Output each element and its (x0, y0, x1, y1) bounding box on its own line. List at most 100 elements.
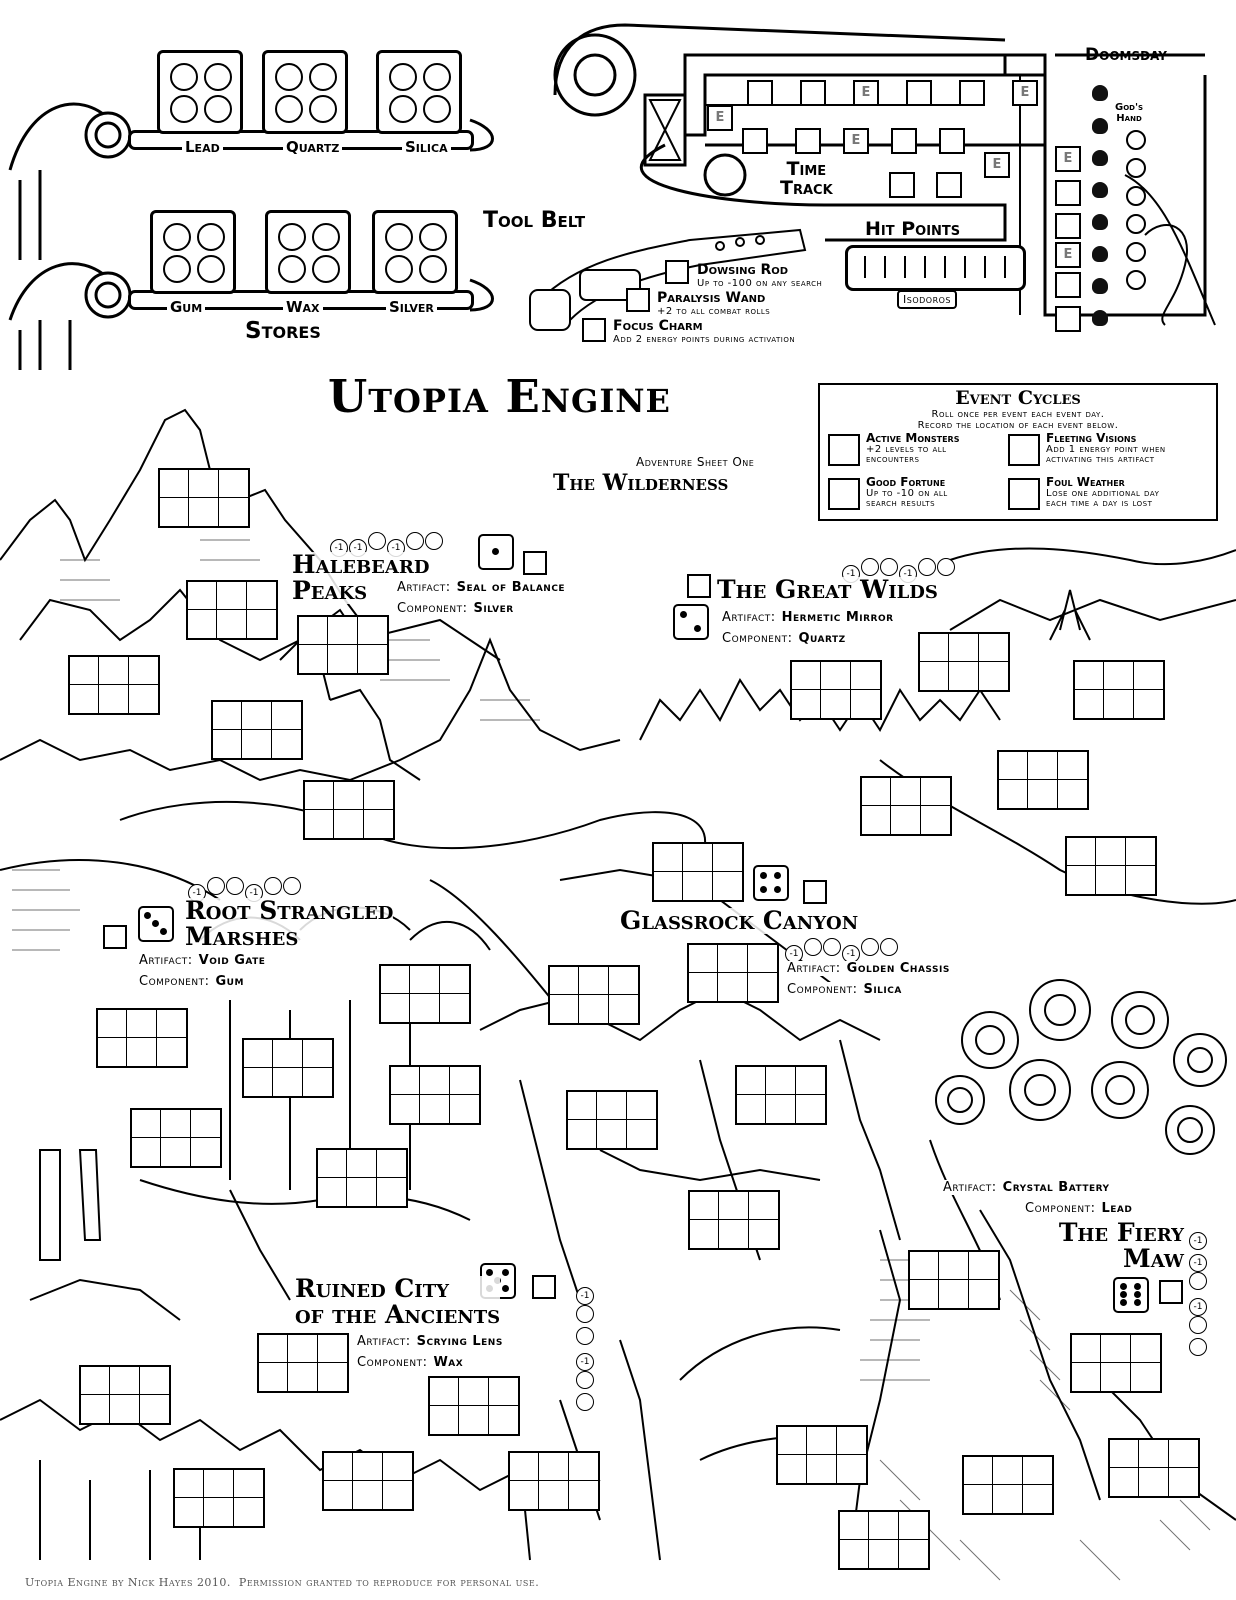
event-foul-weather-checkbox[interactable] (1008, 478, 1040, 510)
paralysis-wand-checkbox[interactable] (626, 288, 650, 312)
time-circle[interactable] (937, 558, 955, 576)
gods-hand-circle[interactable] (1126, 130, 1146, 150)
dowsing-rod-checkbox[interactable] (665, 260, 689, 284)
store-silica-box[interactable] (376, 50, 462, 134)
canyon-search-box[interactable] (566, 1090, 658, 1150)
halebeard-search-box[interactable] (211, 700, 303, 760)
time-track-day-event[interactable]: E (1055, 146, 1081, 172)
wilds-search-box[interactable] (860, 776, 952, 836)
time-circle[interactable] (861, 558, 879, 576)
halebeard-search-box[interactable] (186, 580, 278, 640)
time-track-day[interactable] (936, 172, 962, 198)
canyon-search-box[interactable] (687, 943, 779, 1003)
gods-hand-circle[interactable] (1126, 214, 1146, 234)
canyon-search-box[interactable] (652, 842, 744, 902)
time-track-day[interactable] (1055, 180, 1081, 206)
time-track-day-event[interactable]: E (1012, 80, 1038, 106)
time-track-day[interactable] (906, 80, 932, 106)
gods-hand-circle[interactable] (1126, 270, 1146, 290)
marshes-search-box[interactable] (316, 1148, 408, 1208)
ruins-search-box[interactable] (257, 1333, 349, 1393)
halebeard-search-box[interactable] (297, 615, 389, 675)
store-quartz-box[interactable] (262, 50, 348, 134)
wilds-search-box[interactable] (1073, 660, 1165, 720)
maw-search-box[interactable] (908, 1250, 1000, 1310)
store-silver-box[interactable] (372, 210, 458, 294)
time-circle[interactable] (861, 938, 879, 956)
event-fleeting-visions-checkbox[interactable] (1008, 434, 1040, 466)
time-circle[interactable] (576, 1305, 594, 1323)
time-track-day-event[interactable]: E (843, 128, 869, 154)
ruins-search-box[interactable] (508, 1451, 600, 1511)
gods-hand-circle[interactable] (1126, 186, 1146, 206)
maw-search-box[interactable] (1108, 1438, 1200, 1498)
time-circle[interactable] (283, 877, 301, 895)
wilds-search-box[interactable] (1065, 836, 1157, 896)
ruins-search-box[interactable] (322, 1451, 414, 1511)
time-track-day[interactable] (889, 172, 915, 198)
time-circle[interactable] (576, 1327, 594, 1345)
time-track-day[interactable] (959, 80, 985, 106)
time-track-day[interactable] (1055, 306, 1081, 332)
marshes-search-box[interactable] (242, 1038, 334, 1098)
wilds-search-box[interactable] (997, 750, 1089, 810)
maw-search-box[interactable] (776, 1425, 868, 1485)
maw-event-checkbox[interactable] (1159, 1280, 1183, 1304)
maw-search-box[interactable] (1070, 1333, 1162, 1393)
time-circle[interactable]: -1 (576, 1353, 594, 1371)
time-circle[interactable]: -1 (1189, 1232, 1207, 1250)
canyon-search-box[interactable] (735, 1065, 827, 1125)
time-circle[interactable]: -1 (1189, 1254, 1207, 1272)
time-circle[interactable] (804, 938, 822, 956)
ruins-search-box[interactable] (173, 1468, 265, 1528)
halebeard-search-box[interactable] (303, 780, 395, 840)
marshes-search-box[interactable] (96, 1008, 188, 1068)
halebeard-event-checkbox[interactable] (523, 551, 547, 575)
marshes-search-box[interactable] (389, 1065, 481, 1125)
time-circle[interactable] (368, 532, 386, 550)
maw-search-box[interactable] (838, 1510, 930, 1570)
gods-hand-circle[interactable] (1126, 242, 1146, 262)
time-circle[interactable] (918, 558, 936, 576)
marshes-event-checkbox[interactable] (103, 925, 127, 949)
canyon-event-checkbox[interactable] (803, 880, 827, 904)
time-circle[interactable]: -1 (188, 884, 206, 902)
time-circle[interactable] (880, 938, 898, 956)
maw-search-box[interactable] (962, 1455, 1054, 1515)
time-track-day[interactable] (800, 80, 826, 106)
canyon-search-box[interactable] (688, 1190, 780, 1250)
wilds-search-box[interactable] (790, 660, 882, 720)
time-track-day-event[interactable]: E (984, 152, 1010, 178)
marshes-search-box[interactable] (379, 964, 471, 1024)
marshes-search-box[interactable] (130, 1108, 222, 1168)
time-track-day[interactable] (939, 128, 965, 154)
store-lead-box[interactable] (157, 50, 243, 134)
store-wax-box[interactable] (265, 210, 351, 294)
time-track-day-event[interactable]: E (707, 105, 733, 131)
time-track-day-event[interactable]: E (853, 80, 879, 106)
time-circle[interactable] (425, 532, 443, 550)
time-circle[interactable] (1189, 1316, 1207, 1334)
time-track-day[interactable] (1055, 272, 1081, 298)
time-circle[interactable]: -1 (1189, 1298, 1207, 1316)
halebeard-search-box[interactable] (158, 468, 250, 528)
time-circle[interactable] (576, 1371, 594, 1389)
event-active-monsters-checkbox[interactable] (828, 434, 860, 466)
time-circle[interactable] (1189, 1338, 1207, 1356)
time-circle[interactable] (1189, 1272, 1207, 1290)
time-circle[interactable] (207, 877, 225, 895)
time-track-day-event[interactable]: E (1055, 242, 1081, 268)
time-track-day[interactable] (742, 128, 768, 154)
wilds-search-box[interactable] (918, 632, 1010, 692)
canyon-search-box[interactable] (548, 965, 640, 1025)
store-gum-box[interactable] (150, 210, 236, 294)
time-track-day[interactable] (891, 128, 917, 154)
ruins-search-box[interactable] (79, 1365, 171, 1425)
focus-charm-checkbox[interactable] (582, 318, 606, 342)
event-good-fortune-checkbox[interactable] (828, 478, 860, 510)
time-circle[interactable] (264, 877, 282, 895)
halebeard-search-box[interactable] (68, 655, 160, 715)
time-track-day[interactable] (1055, 213, 1081, 239)
gods-hand-circle[interactable] (1126, 158, 1146, 178)
time-circle[interactable] (406, 532, 424, 550)
